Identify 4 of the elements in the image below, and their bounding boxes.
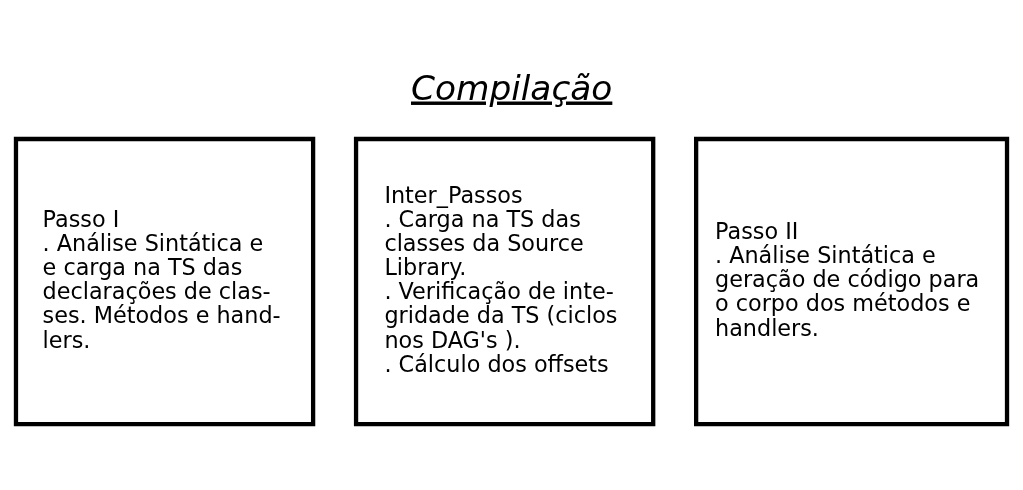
diagram-title: Compilação [411,67,613,107]
node-box: Passo I . Análise Sintática e e carga na TS das declarações de clas- ses. Métodos e hand- lers. [13,136,316,426]
node-box: Inter_Passos . Carga na TS das classes da Source Library. . Verificação de inte- gridade da TS (ciclos nos DAG's ). . Cálculo dos offsets [353,136,656,426]
node-box: Passo II . Análise Sintática e geração de código para o corpo dos métodos e handlers. [694,136,1010,426]
